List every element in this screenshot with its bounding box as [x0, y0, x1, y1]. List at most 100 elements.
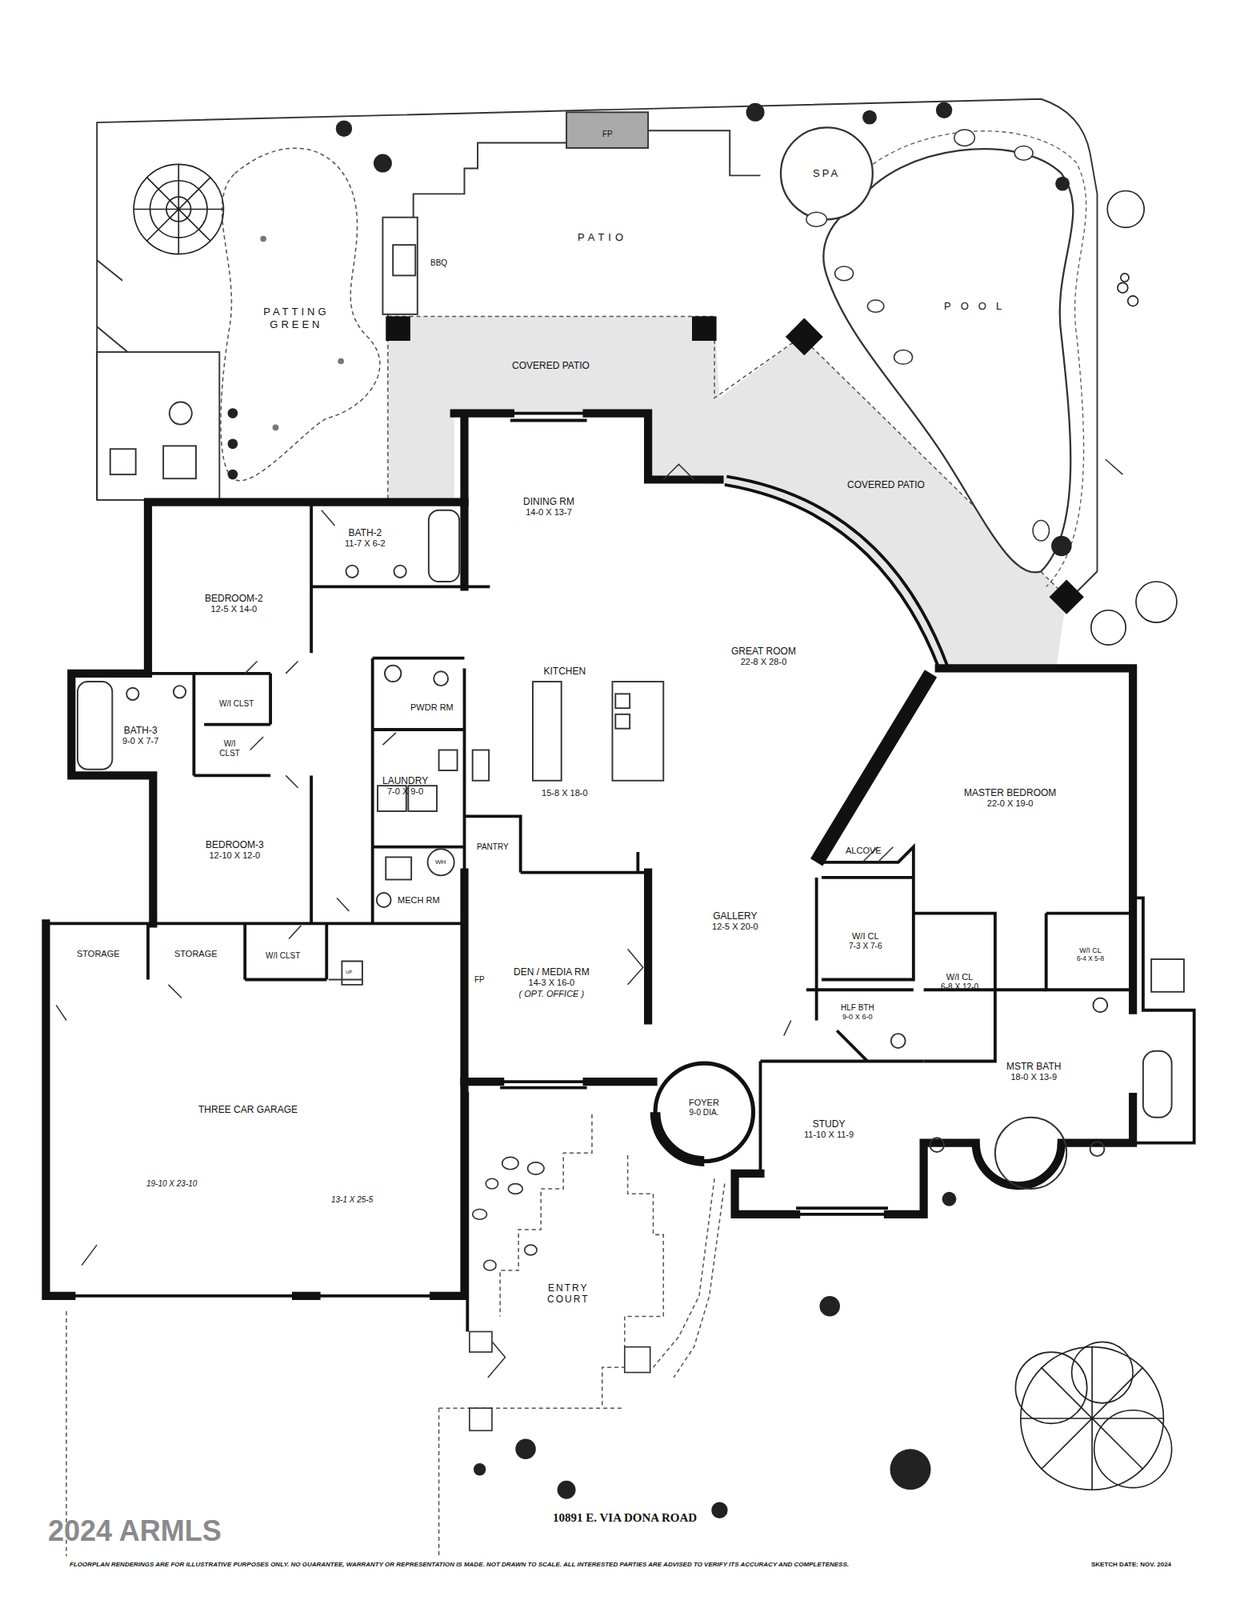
watermark: 2024 ARMLS: [48, 1513, 222, 1548]
room-name: PWDR RM: [410, 702, 454, 713]
room-dimension: 14-3 X 16-0: [513, 977, 590, 988]
room-dimension: 6-8 X 12-0: [940, 982, 979, 992]
room-dimension: 7-0 X 9-0: [382, 786, 428, 797]
room-label: GREAT ROOM22-8 X 28-0: [729, 644, 798, 669]
room-label: FP: [600, 128, 615, 140]
room-dimension: 22-0 X 19-0: [964, 798, 1056, 809]
room-dimension: 9-0 DIA.: [688, 1108, 720, 1118]
room-label: STORAGE: [75, 948, 122, 960]
room-dimension: 15-8 X 18-0: [541, 788, 588, 799]
room-name: W/I CL: [1076, 946, 1104, 956]
room-label: BEDROOM-312-10 X 12-0: [204, 838, 266, 863]
room-label: HLF BTH9-0 X 6-0: [839, 1002, 876, 1023]
room-label: DEN / MEDIA RM14-3 X 16-0( OPT. OFFICE ): [512, 965, 592, 1000]
room-name: PATIO: [577, 231, 628, 244]
room-name: COVERED PATIO: [512, 360, 590, 372]
room-name: FOYER: [688, 1097, 720, 1108]
room-label: W/I CL6-4 X 5-8: [1075, 945, 1106, 964]
room-label: PATTING GREEN: [250, 304, 343, 332]
room-label: BBQ: [428, 257, 449, 269]
room-label: GALLERY12-5 X 20-0: [710, 909, 760, 934]
address-title: 10891 E. VIA DONA ROAD: [552, 1510, 697, 1525]
room-label: W/I CLST: [217, 698, 256, 710]
room-dimension: 9-0 X 6-0: [840, 1012, 875, 1022]
disclaimer-note: FLOORPLAN RENDERINGS ARE FOR ILLUSTRATIV…: [69, 1560, 849, 1569]
room-name: STORAGE: [76, 948, 120, 960]
room-label: STUDY11-10 X 11-9: [802, 1117, 856, 1142]
room-label: ALCOVE: [844, 844, 884, 857]
room-name: MASTER BEDROOM: [964, 787, 1056, 799]
room-label: POOL: [942, 299, 1013, 314]
room-label: MSTR BATH18-0 X 13-9: [1004, 1060, 1063, 1084]
room-name: DEN / MEDIA RM: [513, 966, 590, 978]
room-name: THREE CAR GARAGE: [198, 1104, 298, 1116]
plan-label: UP: [345, 969, 352, 976]
room-label: W/I CLST: [264, 950, 302, 962]
room-name: BATH-2: [344, 527, 386, 539]
room-dimension: 18-0 X 13-9: [1006, 1072, 1061, 1083]
room-name: W/I CL: [848, 931, 883, 942]
room-name: ENTRY COURT: [539, 1282, 598, 1306]
room-label: BATH-39-0 X 7-7: [120, 724, 160, 748]
room-name: KITCHEN: [541, 665, 588, 677]
room-name: POOL: [944, 300, 1012, 313]
room-label: BEDROOM-212-5 X 14-0: [203, 592, 265, 616]
room-label: COVERED PATIO: [510, 359, 592, 372]
room-label: FP: [894, 719, 908, 731]
room-dimension: 11-10 X 11-9: [804, 1129, 854, 1140]
room-label: W/I CL7-3 X 7-6: [847, 930, 884, 952]
room-label: BATH-211-7 X 6-2: [343, 526, 388, 551]
room-label: FP: [472, 974, 487, 986]
room-name: FP: [602, 129, 613, 140]
room-dimension: 22-8 X 28-0: [731, 656, 796, 668]
room-label: W/I CL6-8 X 12-0: [939, 971, 980, 993]
room-label: WH: [433, 857, 448, 868]
room-label: SPA: [811, 166, 842, 181]
room-name: LAUNDRY: [382, 775, 428, 787]
room-label: ENTRY COURT: [537, 1281, 600, 1307]
room-label: PWDR RM: [408, 701, 456, 714]
room-label: STORAGE: [172, 948, 220, 960]
plan-label: 19-10 X 23-10: [146, 1179, 197, 1189]
room-dimension: 11-7 X 6-2: [344, 538, 386, 549]
room-label: THREE CAR GARAGE: [196, 1103, 300, 1116]
room-label: MASTER BEDROOM22-0 X 19-0: [962, 786, 1058, 811]
room-name: FP: [474, 975, 485, 985]
room-name: WH: [435, 858, 446, 867]
room-dimension: 6-4 X 5-8: [1076, 955, 1104, 964]
room-label: LAUNDRY7-0 X 9-0: [380, 774, 430, 799]
room-label: W/I CLST: [214, 738, 245, 760]
room-dimension: 9-0 X 7-7: [122, 736, 159, 747]
room-dimension: 14-0 X 13-7: [523, 507, 575, 518]
room-name: W/I CLST: [219, 699, 254, 709]
room-name: DINING RM: [523, 496, 575, 508]
room-label: PATIO: [576, 230, 629, 245]
room-name: BATH-3: [122, 724, 159, 736]
plan-label: 13-1 X 25-5: [331, 1195, 373, 1205]
room-dimension: 12-5 X 20-0: [712, 921, 759, 932]
room-label: COVERED PATIO: [845, 478, 927, 492]
room-label: PANTRY: [475, 841, 511, 853]
room-dimension: 12-5 X 14-0: [204, 604, 264, 615]
plan-label: SKETCH DATE: NOV. 2024: [1091, 1560, 1172, 1569]
room-name: FP: [896, 720, 907, 730]
room-name: SPA: [812, 167, 840, 180]
room-name: GREAT ROOM: [731, 645, 796, 657]
room-name: PATTING GREEN: [252, 305, 341, 331]
room-name: BBQ: [430, 258, 448, 268]
room-name: MSTR BATH: [1006, 1060, 1061, 1072]
room-name: STUDY: [804, 1118, 854, 1130]
room-label: DINING RM14-0 X 13-7: [521, 495, 576, 520]
room-name: BEDROOM-3: [205, 839, 264, 851]
room-name: W/I CL: [940, 972, 979, 983]
room-name: BEDROOM-2: [204, 592, 264, 604]
room-name: STORAGE: [174, 948, 218, 960]
room-dimension: 7-3 X 7-6: [848, 941, 883, 952]
room-label: KITCHEN 15-8 X 18-0: [540, 664, 590, 800]
room-label: MECH RM: [396, 894, 442, 907]
room-dimension: 12-10 X 12-0: [205, 850, 264, 861]
room-name: COVERED PATIO: [847, 479, 925, 491]
room-name: GALLERY: [712, 910, 759, 922]
room-name: HLF BTH: [840, 1003, 875, 1013]
